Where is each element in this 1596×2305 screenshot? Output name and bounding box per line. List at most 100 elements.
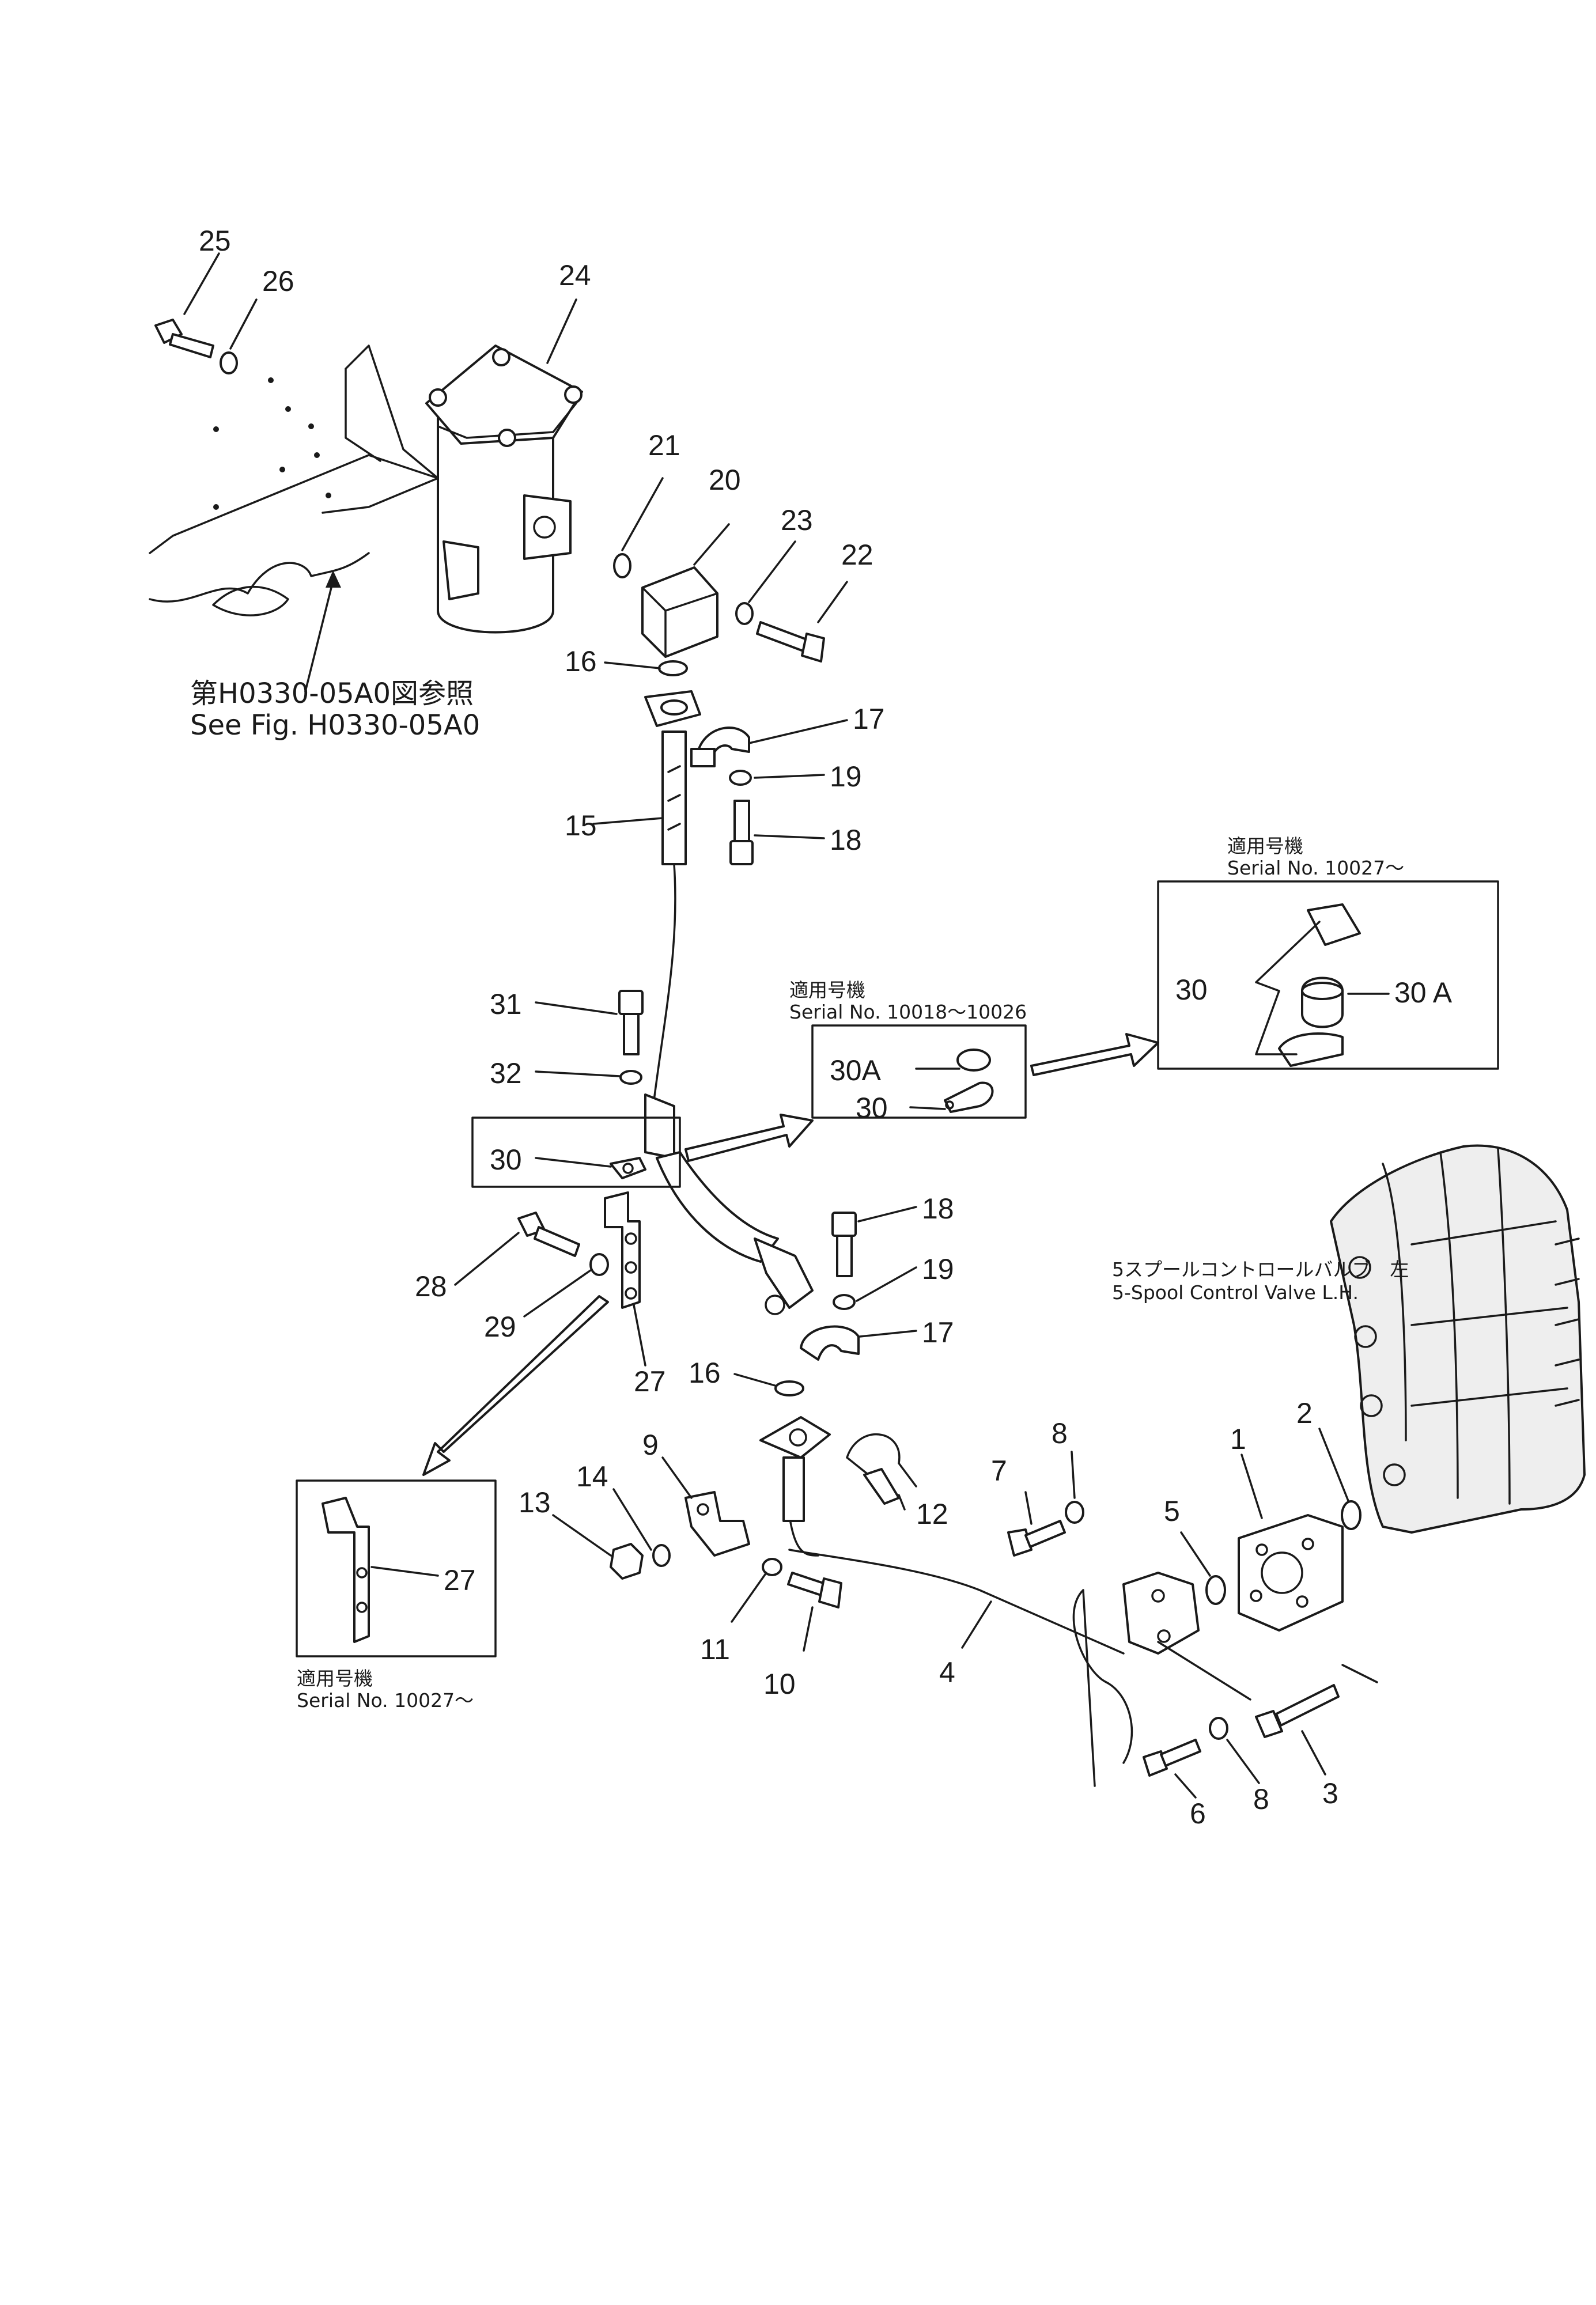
label-19-lower: 19 — [922, 1253, 954, 1285]
label-18-top: 18 — [830, 824, 862, 856]
label-30A-inset: 30A — [830, 1054, 882, 1087]
label-26: 26 — [262, 265, 294, 297]
label-30-left: 30 — [490, 1144, 522, 1176]
bolt-3 — [1255, 1684, 1340, 1738]
reference-note-en: See Fig. H0330-05A0 — [190, 709, 480, 741]
washer-26 — [220, 351, 238, 374]
clamp-30 — [610, 1157, 646, 1179]
washer-19-lower — [833, 1294, 856, 1310]
bolt-25 — [154, 319, 214, 358]
label-30A-inset-right: 30 A — [1394, 976, 1453, 1009]
nut-13 — [610, 1543, 644, 1580]
label-8-top: 8 — [1052, 1417, 1068, 1449]
hose-4 — [644, 1093, 1125, 1655]
washer-11 — [762, 1558, 782, 1576]
label-23: 23 — [781, 504, 813, 536]
inset-right-serial: Serial No. 10027〜 — [1227, 857, 1404, 879]
control-valve-label-ja: 5スプールコントロールバルブ 左 — [1112, 1258, 1409, 1281]
label-1: 1 — [1230, 1423, 1246, 1455]
washer-23 — [735, 602, 754, 625]
inset-middle-applicable: 適用号機 — [789, 979, 865, 1001]
label-8-bottom: 8 — [1253, 1783, 1269, 1815]
bolt-31 — [618, 990, 644, 1055]
label-11: 11 — [700, 1633, 730, 1666]
label-27-inset: 27 — [444, 1564, 476, 1596]
o-ring-16-top — [658, 660, 688, 676]
u-bolt-12 — [846, 1433, 917, 1505]
label-2: 2 — [1296, 1397, 1313, 1429]
pipe-flange — [759, 1416, 831, 1522]
label-29: 29 — [484, 1311, 516, 1343]
label-27: 27 — [634, 1365, 666, 1398]
control-valve — [1330, 1144, 1586, 1534]
hose-15 — [644, 690, 701, 1125]
bracket-27 — [604, 1191, 641, 1309]
bolt-28 — [517, 1212, 580, 1257]
label-15: 15 — [565, 809, 597, 842]
o-ring-2 — [1341, 1500, 1361, 1530]
inset-serial-10018-10026 — [811, 1024, 1027, 1119]
bolt-10 — [787, 1572, 842, 1608]
label-5: 5 — [1164, 1495, 1180, 1527]
filter-24 — [425, 345, 583, 634]
label-32: 32 — [490, 1057, 522, 1089]
label-19-top: 19 — [830, 760, 862, 793]
reference-note-ja: 第H0330-05A0図参照 — [190, 678, 474, 710]
label-16-lower: 16 — [689, 1357, 721, 1389]
label-3: 3 — [1322, 1777, 1338, 1810]
washer-19-top — [729, 770, 752, 786]
bolt-18-lower — [831, 1212, 857, 1277]
bolt-22 — [756, 621, 825, 663]
label-21: 21 — [648, 429, 680, 461]
label-13: 13 — [519, 1486, 551, 1519]
inset-bottom-serial: Serial No. 10027〜 — [297, 1689, 474, 1712]
label-9: 9 — [642, 1429, 659, 1461]
label-16-top: 16 — [565, 645, 597, 678]
label-30-inset: 30 — [856, 1092, 888, 1124]
flange-block-1 — [1238, 1514, 1344, 1632]
label-31: 31 — [490, 988, 522, 1020]
detail-box-30 — [471, 1116, 681, 1188]
label-28: 28 — [415, 1270, 447, 1303]
label-25: 25 — [199, 225, 231, 257]
o-ring-5 — [1205, 1575, 1226, 1605]
label-17-lower: 17 — [922, 1316, 954, 1349]
label-20: 20 — [709, 464, 741, 496]
label-18-lower: 18 — [922, 1193, 954, 1225]
washer-29 — [589, 1253, 609, 1276]
o-ring-21 — [613, 553, 631, 578]
clamp-half-17-lower — [800, 1325, 860, 1361]
frame-structure — [149, 345, 439, 616]
inset-bottom-applicable: 適用号機 — [297, 1667, 373, 1690]
o-ring-16-lower — [774, 1380, 804, 1396]
washer-32 — [619, 1070, 642, 1085]
label-30-inset-right: 30 — [1175, 974, 1208, 1006]
bolt-18-top — [729, 800, 754, 865]
callout-arrows — [304, 570, 1159, 1476]
bolt-6 — [1143, 1739, 1201, 1777]
label-17-top: 17 — [853, 703, 885, 735]
label-4: 4 — [939, 1656, 955, 1689]
washer-14 — [652, 1544, 671, 1567]
inset-right-applicable: 適用号機 — [1227, 835, 1303, 857]
bolt-7 — [1007, 1520, 1066, 1557]
label-24: 24 — [559, 259, 591, 292]
washer-8-bottom — [1209, 1717, 1228, 1740]
block-20 — [641, 566, 718, 658]
leader-lines — [183, 252, 1349, 1799]
clamp-half-17-top — [690, 726, 750, 767]
label-7: 7 — [991, 1455, 1007, 1487]
bolt-3-leader-bracket — [1157, 1641, 1378, 1701]
inset-middle-serial: Serial No. 10018〜10026 — [789, 1001, 1027, 1023]
washer-8-top — [1065, 1501, 1084, 1524]
flange-hose-4 — [1072, 1572, 1200, 1787]
inset-serial-10027-bottom — [296, 1479, 497, 1657]
label-22: 22 — [841, 539, 873, 571]
label-14: 14 — [576, 1460, 608, 1493]
label-12: 12 — [916, 1498, 948, 1530]
inset-serial-10027-right — [1157, 880, 1499, 1070]
label-10: 10 — [763, 1668, 796, 1700]
label-6: 6 — [1190, 1797, 1206, 1830]
bracket-9 — [684, 1491, 750, 1557]
